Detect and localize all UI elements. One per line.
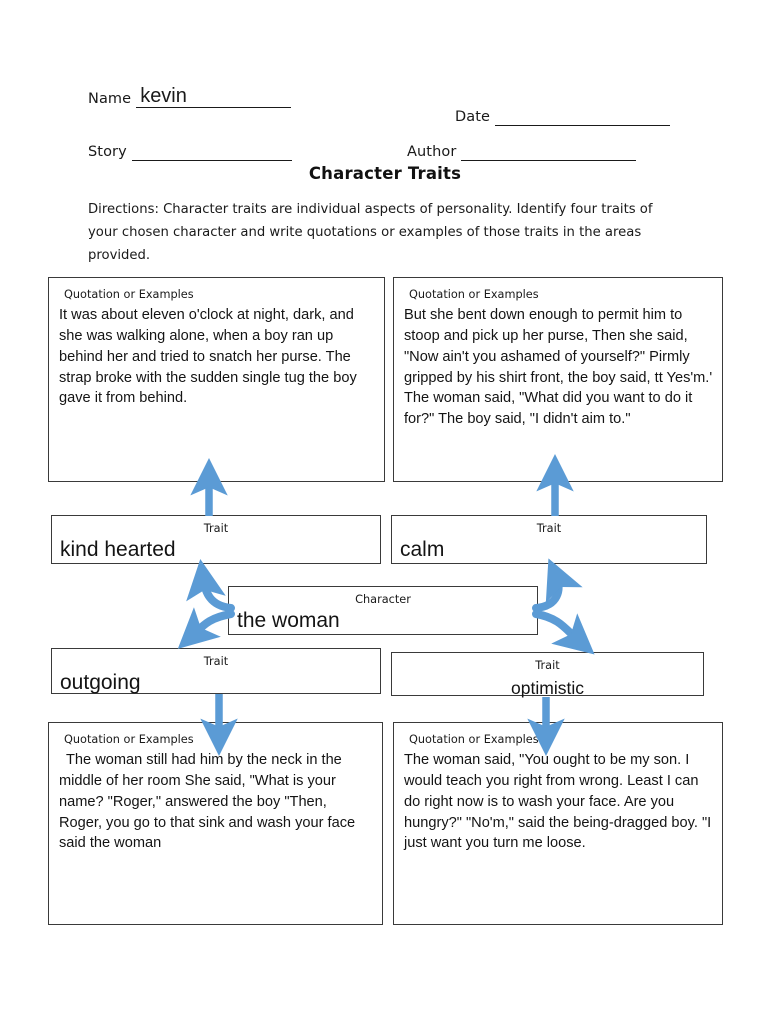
quotation-box-bottom-right[interactable]: Quotation or Examples The woman said, "Y… — [393, 722, 723, 925]
trait-box-kind-hearted[interactable]: Trait kind hearted — [51, 515, 381, 564]
author-field-row: Author — [407, 145, 642, 161]
name-field-value: kevin — [140, 84, 187, 107]
trait-caption: Trait — [203, 655, 229, 668]
trait-caption: Trait — [535, 659, 560, 672]
trait-value-calm[interactable]: calm — [400, 538, 445, 561]
quotation-box-caption: Quotation or Examples — [64, 733, 194, 746]
name-field-rule[interactable]: kevin — [136, 86, 292, 108]
quotation-box-top-right[interactable]: Quotation or Examples But she bent down … — [393, 277, 723, 482]
trait-value-optimistic[interactable]: optimistic — [511, 678, 584, 698]
trait-box-calm[interactable]: Trait calm — [391, 515, 707, 564]
arrow-character-to-calm — [532, 558, 583, 612]
quotation-text-top-right[interactable]: But she bent down enough to permit him t… — [404, 307, 716, 428]
quotation-box-top-left[interactable]: Quotation or Examples It was about eleve… — [48, 277, 385, 482]
quotation-text-bottom-left[interactable]: The woman still had him by the neck in t… — [59, 752, 360, 852]
author-field-label: Author — [407, 144, 457, 160]
trait-caption: Trait — [203, 522, 229, 535]
character-value[interactable]: the woman — [237, 609, 340, 632]
story-field-row: Story — [88, 145, 303, 161]
arrow-character-to-outgoing — [177, 607, 235, 649]
arrow-character-to-kind-hearted — [186, 558, 235, 612]
trait-box-outgoing[interactable]: Trait outgoing — [51, 648, 381, 694]
trait-value-kind-hearted[interactable]: kind hearted — [60, 538, 176, 561]
name-field-label: Name — [88, 91, 132, 107]
character-caption: Character — [355, 593, 411, 606]
quotation-text-top-left[interactable]: It was about eleven o'clock at night, da… — [59, 307, 361, 407]
date-field-label: Date — [455, 109, 491, 125]
quotation-box-caption: Quotation or Examples — [409, 288, 539, 301]
quotation-text-bottom-right[interactable]: The woman said, "You ought to be my son.… — [404, 752, 716, 852]
name-field-row: Name kevin — [88, 86, 298, 108]
arrow-character-to-optimistic — [532, 610, 595, 655]
quotation-box-caption: Quotation or Examples — [64, 288, 194, 301]
directions-text: Directions: Character traits are individ… — [88, 202, 653, 264]
author-field-rule[interactable] — [461, 159, 637, 161]
trait-caption: Trait — [536, 522, 562, 535]
quotation-box-caption: Quotation or Examples — [409, 733, 539, 746]
trait-box-optimistic[interactable]: Trait optimistic — [391, 652, 704, 698]
trait-value-outgoing[interactable]: outgoing — [60, 671, 141, 694]
character-box[interactable]: Character the woman — [228, 586, 538, 635]
date-field-rule[interactable] — [495, 124, 670, 126]
quotation-box-bottom-left[interactable]: Quotation or Examples The woman still ha… — [48, 722, 383, 925]
page-title: Character Traits — [308, 164, 462, 183]
story-field-rule[interactable] — [131, 159, 292, 161]
date-field-row: Date — [455, 110, 670, 126]
story-field-label: Story — [88, 144, 127, 160]
